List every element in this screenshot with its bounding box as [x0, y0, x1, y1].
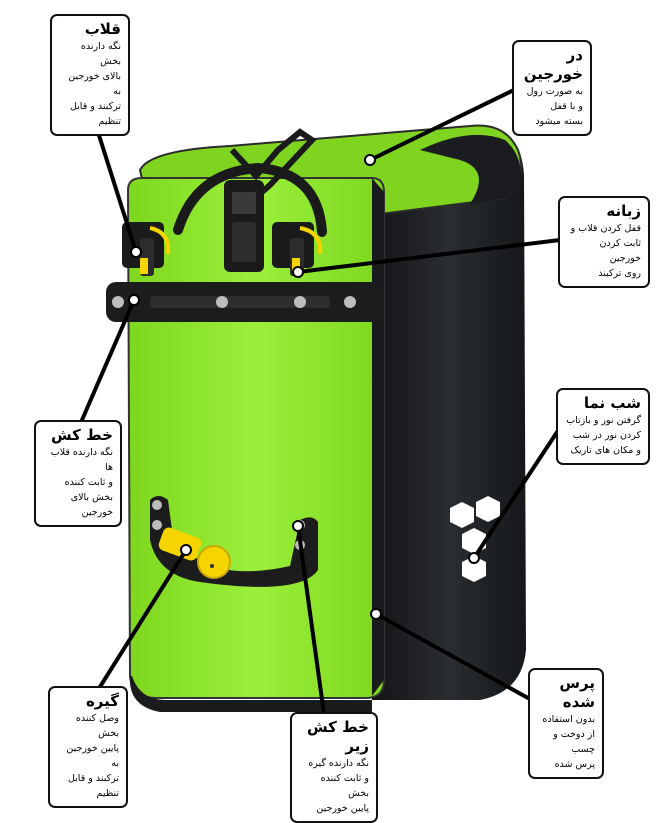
- callout-body: نگه دارنده بخش بالای خورجین به ترکبند و …: [68, 41, 121, 127]
- roll-top-black-edge: [420, 134, 522, 204]
- leader-khatkesh-zir: [296, 524, 326, 716]
- callout-title: در خورجین: [523, 46, 583, 83]
- callout-title: پرس شده: [559, 674, 595, 711]
- reflective-hexagons: [450, 496, 500, 582]
- callout-body: به صورت رول و با قفل بسته میشود: [526, 86, 583, 127]
- marker-ghollab: [130, 246, 142, 258]
- hook-right: [272, 222, 323, 276]
- top-strap: [229, 128, 317, 195]
- leader-shabnama: [472, 418, 567, 560]
- callout-shabnama: شب نما گرفتن نور و بازتاب کردن نور در شب…: [556, 388, 650, 465]
- callout-gireh: گیره وصل کننده بخش پایین خورجین به ترکبن…: [48, 686, 128, 808]
- callout-zabaneh: زبانه قفل کردن قلاب و ثابت کردن خورجین ر…: [558, 196, 650, 288]
- leader-dar-khorjin: [368, 86, 520, 162]
- leader-khatkesh: [80, 298, 136, 422]
- marker-pers-shodeh: [370, 608, 382, 620]
- leader-pers-shodeh: [374, 612, 530, 700]
- callout-title: گیره: [85, 692, 119, 710]
- callout-khatkesh: خط کش نگه دارنده قلاب ها و ثابت کننده بخ…: [34, 420, 122, 527]
- marker-zabaneh: [292, 266, 304, 278]
- marker-shabnama: [468, 552, 480, 564]
- bag-side-panel: [370, 132, 526, 700]
- callout-title: قلاب: [84, 20, 121, 38]
- callout-dar-khorjin: در خورجین به صورت رول و با قفل بسته میشو…: [512, 40, 592, 136]
- callout-ghollab: قلاب نگه دارنده بخش بالای خورجین به ترکب…: [50, 14, 130, 136]
- carry-handle: [173, 162, 327, 237]
- hook-left: [122, 222, 171, 276]
- top-rail: [106, 282, 382, 322]
- callout-title: شب نما: [583, 394, 641, 412]
- callout-body: نگه دارنده گیره و ثابت کننده بخش پایین خ…: [308, 758, 369, 814]
- callout-body: بدون استفاده از دوخت و چسب پرس شده: [542, 714, 595, 770]
- callout-body: قفل کردن قلاب و ثابت کردن خورجین روی ترک…: [570, 223, 641, 279]
- marker-dar-khorjin: [364, 154, 376, 166]
- callout-body: گرفتن نور و بازتاب کردن نور در شب و مکان…: [566, 415, 641, 456]
- marker-gireh: [180, 544, 192, 556]
- marker-khatkesh: [128, 294, 140, 306]
- callout-body: وصل کننده بخش پایین خورجین به ترکبند و ق…: [66, 713, 119, 799]
- bag-bottom-trim: [129, 676, 372, 712]
- marker-khatkesh-zir: [292, 520, 304, 532]
- leader-gireh: [96, 548, 188, 692]
- callout-body: نگه دارنده قلاب ها و ثابت کننده بخش بالا…: [50, 447, 113, 518]
- callout-title: زبانه: [606, 202, 641, 220]
- callout-khatkesh-zir: خط کش زیر نگه دارنده گیره و ثابت کننده ب…: [290, 712, 378, 823]
- callout-pers-shodeh: پرس شده بدون استفاده از دوخت و چسب پرس ش…: [528, 668, 604, 779]
- leader-zabaneh: [296, 238, 562, 274]
- callout-title: خط کش زیر: [306, 718, 369, 755]
- callout-title: خط کش: [50, 426, 113, 444]
